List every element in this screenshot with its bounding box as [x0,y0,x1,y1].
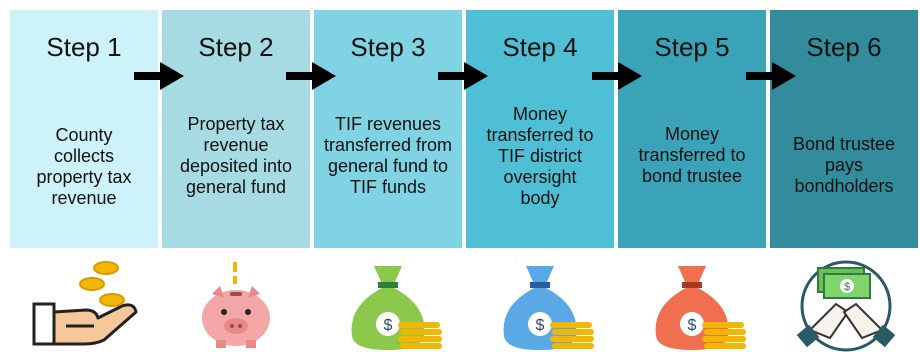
svg-text:$: $ [384,317,393,334]
svg-text:$: $ [536,317,545,334]
step-2-box: Step 2 Property tax revenue deposited in… [162,10,310,248]
step-1-description: County collects property tax revenue [36,125,132,208]
arrow-right-icon [746,62,796,90]
step-1-box: Step 1 County collects property tax reve… [10,10,158,248]
step-2-title: Step 2 [198,32,274,62]
svg-text:$: $ [688,317,697,334]
cash-handshake-icon: $ [796,260,896,352]
step-4-box: Step 4 Money transferred to TIF district… [466,10,614,248]
blue-money-bag-icon: $ [503,266,594,350]
hand-coins-icon [32,261,138,346]
step-3-title: Step 3 [350,32,426,62]
step-3-box: Step 3 TIF revenues transferred from gen… [314,10,462,248]
step-6-title: Step 6 [806,32,882,62]
arrow-right-icon [438,62,488,90]
step-4-title: Step 4 [502,32,578,62]
svg-text:$: $ [844,281,850,293]
piggy-bank-icon [202,262,270,348]
arrow-right-icon [286,62,336,90]
green-money-bag-icon: $ [351,266,442,350]
step-6-description: Bond trustee pays bondholders [792,134,896,196]
step-5-title: Step 5 [654,32,730,62]
step-2-description: Property tax revenue deposited into gene… [179,114,293,197]
step-5-description: Money transferred to bond trustee [638,124,746,186]
step-3-description: TIF revenues transferred from general fu… [323,114,453,197]
arrow-right-icon [592,62,642,90]
red-money-bag-icon: $ [655,266,746,350]
arrow-right-icon [134,62,184,90]
step-6-box: Step 6 Bond trustee pays bondholders [770,10,918,248]
step-1-title: Step 1 [46,32,122,62]
step-4-description: Money transferred to TIF district oversi… [486,104,594,208]
step-5-box: Step 5 Money transferred to bond trustee [618,10,766,248]
